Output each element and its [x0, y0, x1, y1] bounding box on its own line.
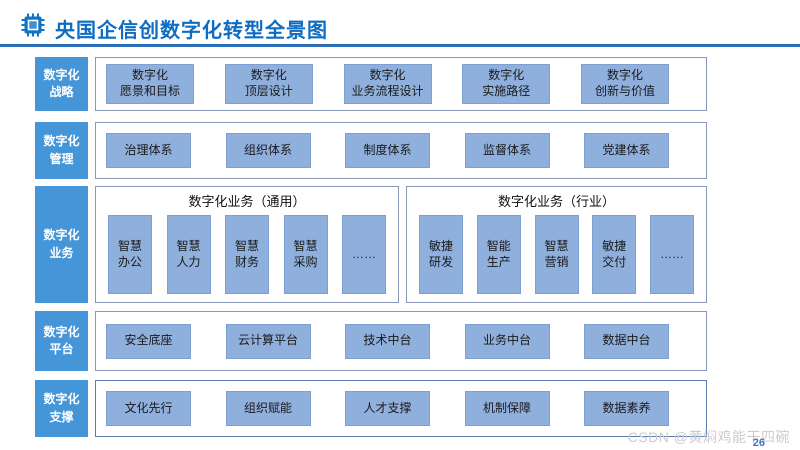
business-box: 智慧 营销: [534, 215, 579, 294]
business-box-ellipsis: ……: [342, 215, 386, 294]
support-box: 机制保障: [464, 391, 550, 426]
business-group-title: 数字化业务（通用）: [188, 194, 306, 209]
platform-box: 数据中台: [584, 323, 669, 359]
strategy-box: 数字化 顶层设计: [224, 64, 313, 104]
management-box: 党建体系: [584, 133, 669, 168]
watermark: CSDN @黄焖鸡能干四碗: [627, 429, 790, 445]
business-box: 智慧 财务: [225, 215, 269, 294]
management-box: 组织体系: [225, 133, 311, 168]
business-box: 智慧 采购: [283, 215, 328, 294]
business-box: 敏捷 研发: [419, 215, 463, 294]
strategy-box: 数字化 实施路径: [462, 64, 551, 104]
row-label-platform: 数字化 平台: [35, 311, 88, 371]
business-box: 智慧 人力: [166, 215, 211, 294]
platform-box: 云计算平台: [225, 323, 311, 359]
business-group-general: 数字化业务（通用） 智慧 办公 智慧 人力 智慧 财务 智慧 采购 ……: [95, 186, 399, 303]
business-box: 智慧 办公: [108, 215, 152, 294]
support-box: 数据素养: [584, 391, 669, 426]
management-box: 治理体系: [106, 133, 191, 168]
row-label-management: 数字化 管理: [35, 122, 88, 179]
business-box: 敏捷 交付: [592, 215, 637, 294]
page-title: 央国企信创数字化转型全景图: [55, 20, 328, 42]
business-box: 智能 生产: [476, 215, 521, 294]
page-number: 26: [752, 437, 765, 449]
support-box: 组织赋能: [225, 391, 311, 426]
strategy-box: 数字化 业务流程设计: [343, 64, 432, 104]
row-container-support: 文化先行 组织赋能 人才支撑 机制保障 数据素养: [95, 380, 707, 437]
strategy-box: 数字化 愿景和目标: [106, 64, 194, 104]
business-box-ellipsis: ……: [650, 215, 694, 294]
platform-box: 技术中台: [345, 323, 430, 359]
row-container-strategy: 数字化 愿景和目标 数字化 顶层设计 数字化 业务流程设计 数字化 实施路径 数…: [95, 57, 707, 111]
chip-icon: [21, 13, 45, 37]
support-box: 人才支撑: [345, 391, 430, 426]
row-container-management: 治理体系 组织体系 制度体系 监督体系 党建体系: [95, 122, 707, 179]
row-label-support: 数字化 支撑: [35, 380, 88, 437]
management-box: 制度体系: [345, 133, 430, 168]
business-group-title: 数字化业务（行业）: [497, 194, 615, 209]
row-container-platform: 安全底座 云计算平台 技术中台 业务中台 数据中台: [95, 311, 707, 371]
support-box: 文化先行: [106, 391, 191, 426]
strategy-box: 数字化 创新与价值: [581, 64, 669, 104]
row-label-business: 数字化 业务: [35, 186, 88, 303]
platform-box: 安全底座: [106, 323, 191, 359]
title-underline: [0, 44, 800, 47]
row-label-strategy: 数字化 战略: [35, 57, 88, 111]
management-box: 监督体系: [464, 133, 550, 168]
platform-box: 业务中台: [464, 323, 550, 359]
business-group-industry: 数字化业务（行业） 敏捷 研发 智能 生产 智慧 营销 敏捷 交付 ……: [406, 186, 707, 303]
